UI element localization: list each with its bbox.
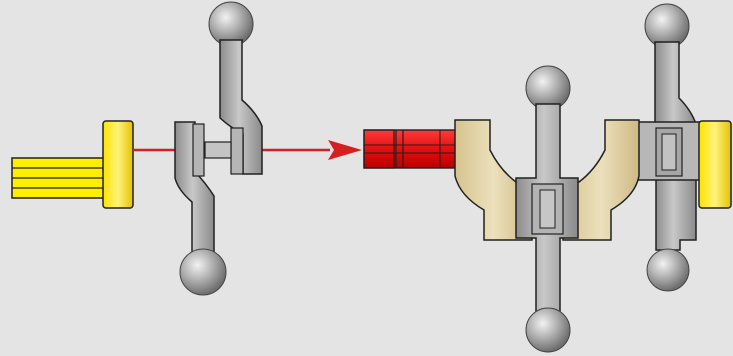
crank-center — [515, 65, 579, 353]
crank-right — [637, 3, 701, 292]
red-axle-connector — [363, 129, 461, 169]
yellow-bush-right — [698, 120, 732, 209]
crank-lower-left — [174, 121, 227, 296]
yellow-axle-with-stop — [11, 120, 134, 209]
crank-upper-left — [204, 1, 263, 175]
crank-pair-left — [174, 1, 263, 296]
tan-u-bracket — [454, 119, 640, 241]
